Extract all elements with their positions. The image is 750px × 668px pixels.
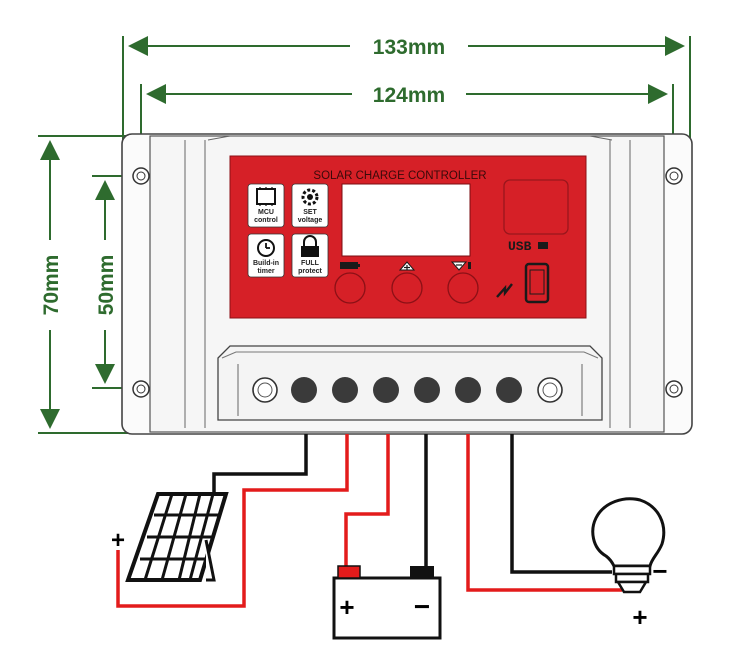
timer-label-line2: timer	[257, 268, 274, 275]
battery-icon: + −	[332, 565, 442, 640]
protect-label-line1: FULL	[301, 260, 320, 267]
dimension-133mm: 133mm	[122, 36, 691, 140]
terminal-strip	[217, 345, 603, 421]
set-voltage-icon: SET voltage	[291, 183, 329, 228]
terminal-load-negative	[496, 377, 522, 403]
down-arrow-icon	[450, 261, 471, 271]
wire-solar-negative	[212, 434, 308, 528]
wire-load-negative	[510, 434, 612, 574]
set-label-line2: voltage	[298, 217, 323, 224]
light-bulb-icon: − +	[591, 497, 668, 632]
battery-positive-sign: +	[339, 592, 354, 622]
dim-inner-height-label: 50mm	[95, 255, 118, 316]
dim-outer-width-label: 133mm	[373, 36, 445, 59]
solar-panel-icon: +	[111, 492, 229, 582]
terminal-battery-positive	[373, 377, 399, 403]
indicator-window	[503, 179, 569, 235]
wire-load-positive	[466, 434, 622, 592]
battery-negative-sign: −	[414, 591, 430, 622]
usb-port-icon	[538, 242, 548, 249]
battery-positive-terminal	[337, 565, 361, 579]
mcu-label-line2: control	[254, 217, 278, 224]
set-label-line1: SET	[303, 209, 317, 216]
mcu-control-icon: MCU control	[247, 183, 285, 228]
dim-outer-height-label: 70mm	[40, 255, 63, 316]
lcd-display	[341, 183, 471, 257]
protect-label-line2: protect	[298, 268, 322, 275]
battery-negative-terminal	[410, 566, 434, 578]
terminal-battery-negative	[414, 377, 440, 403]
front-panel: SOLAR CHARGE CONTROLLER USB MCU control …	[229, 155, 587, 319]
dimension-124mm: 124mm	[140, 84, 674, 140]
load-positive-sign: +	[632, 602, 647, 632]
terminal-solar-negative	[291, 377, 317, 403]
load-negative-sign: −	[652, 556, 667, 586]
up-button[interactable]	[391, 272, 423, 304]
up-arrow-icon	[398, 261, 416, 271]
terminal-solar-positive	[332, 377, 358, 403]
dimension-70mm: 70mm	[38, 135, 130, 434]
menu-button[interactable]	[334, 272, 366, 304]
panel-title: SOLAR CHARGE CONTROLLER	[313, 170, 486, 182]
solar-positive-sign: +	[111, 527, 125, 554]
phone-icon	[524, 262, 550, 304]
wire-battery-positive	[344, 434, 390, 566]
down-button[interactable]	[447, 272, 479, 304]
mcu-label-line1: MCU	[258, 209, 274, 216]
battery-indicator-icon	[340, 262, 360, 269]
wire-solar-positive	[116, 434, 349, 608]
timer-label-line1: Build-in	[253, 260, 279, 267]
charging-icon	[496, 283, 513, 298]
dim-inner-width-label: 124mm	[373, 84, 445, 107]
full-protect-icon: FULL protect	[291, 233, 329, 278]
build-in-timer-icon: Build-in timer	[247, 233, 285, 278]
usb-label: USB	[508, 239, 532, 254]
terminal-load-positive	[455, 377, 481, 403]
